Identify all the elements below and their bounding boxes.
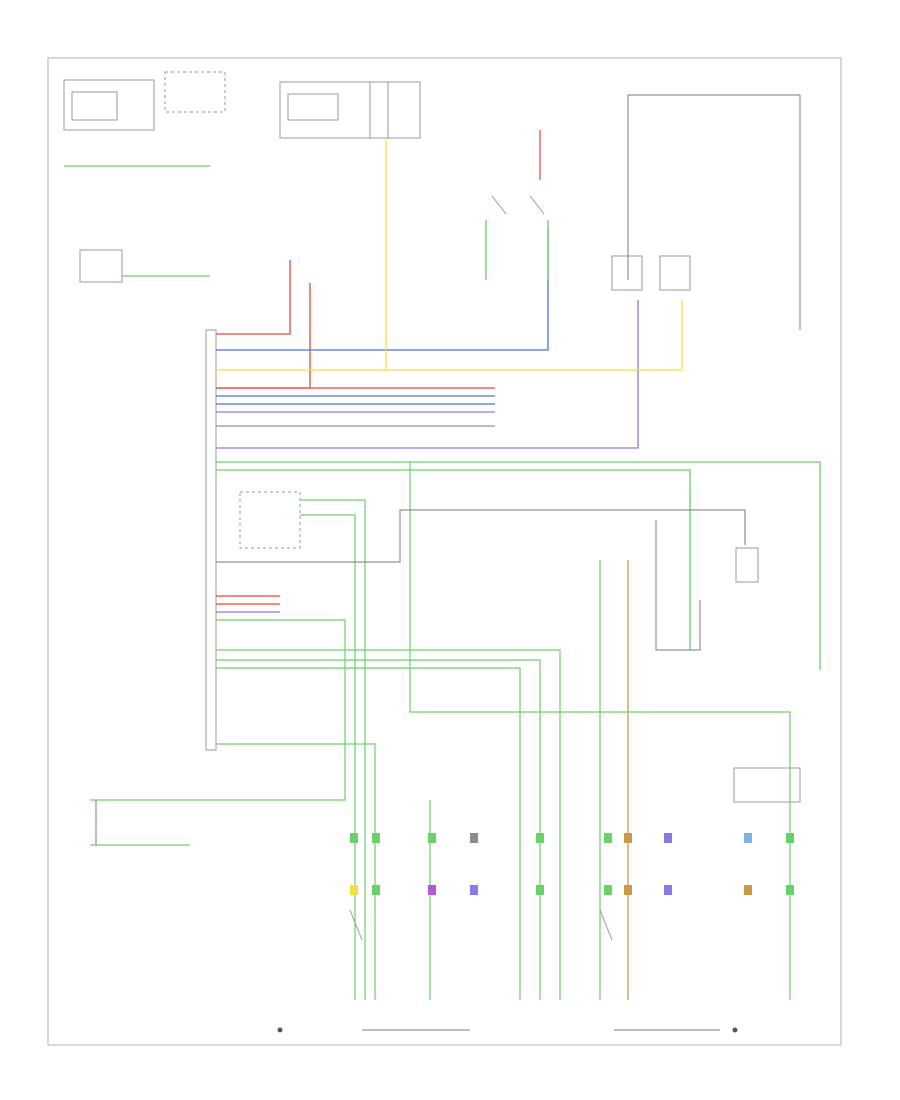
wire-green-9 bbox=[216, 667, 521, 1000]
connector-15 bbox=[536, 885, 544, 895]
switch-arm-2 bbox=[599, 909, 613, 941]
switch-arm-1 bbox=[349, 909, 363, 941]
wire-black-2 bbox=[216, 509, 746, 563]
sub-connector-box bbox=[239, 491, 301, 549]
module-box-1-inner bbox=[71, 91, 118, 121]
connector-17 bbox=[624, 885, 632, 895]
module-box-4 bbox=[369, 81, 421, 139]
switch-arm-4 bbox=[529, 195, 545, 215]
connector-11 bbox=[350, 885, 358, 895]
connector-16 bbox=[604, 885, 612, 895]
wire-green-10 bbox=[90, 619, 346, 801]
ground-left bbox=[277, 1027, 283, 1033]
connector-6 bbox=[604, 833, 612, 843]
connector-14 bbox=[470, 885, 478, 895]
connector-18 bbox=[664, 885, 672, 895]
connector-19 bbox=[744, 885, 752, 895]
module-box-1 bbox=[63, 79, 155, 131]
bulb-holder bbox=[79, 249, 123, 283]
diagram-frame bbox=[47, 57, 842, 1046]
switch-symbols bbox=[349, 195, 801, 941]
wire-blue-1 bbox=[216, 228, 549, 351]
connector-4 bbox=[470, 833, 478, 843]
connector-5 bbox=[536, 833, 544, 843]
connector-2 bbox=[372, 833, 380, 843]
connector-10 bbox=[786, 833, 794, 843]
wire-black-5 bbox=[655, 520, 701, 651]
connector-1 bbox=[350, 833, 358, 843]
wire-yellow-2 bbox=[216, 300, 683, 371]
relay-box-2 bbox=[659, 255, 691, 291]
wire-green-7 bbox=[216, 649, 561, 1000]
switch-arm-3 bbox=[491, 195, 507, 215]
wire-green-6 bbox=[216, 469, 691, 650]
relay-box-3 bbox=[733, 767, 801, 803]
wire-red-1 bbox=[216, 260, 291, 335]
module-box-2 bbox=[164, 71, 226, 113]
connector-7 bbox=[624, 833, 632, 843]
wires bbox=[64, 94, 821, 1031]
wire-green-5 bbox=[216, 461, 821, 670]
wire-green-11 bbox=[216, 743, 376, 1000]
bottom-connectors bbox=[350, 833, 794, 895]
wire-black-3 bbox=[628, 94, 801, 330]
wire-red-2 bbox=[216, 283, 311, 389]
top-left-component-group bbox=[63, 71, 421, 283]
connector-9 bbox=[744, 833, 752, 843]
connector-3 bbox=[428, 833, 436, 843]
ground-markers bbox=[277, 1027, 738, 1033]
module-box-3 bbox=[279, 81, 389, 139]
connector-13 bbox=[428, 885, 436, 895]
ground-right bbox=[732, 1027, 738, 1033]
wire-green-13 bbox=[300, 514, 356, 1000]
wire-violet-2 bbox=[216, 300, 639, 449]
connector-8 bbox=[664, 833, 672, 843]
connector-12 bbox=[372, 885, 380, 895]
wire-green-12 bbox=[300, 499, 366, 1000]
wire-green-8 bbox=[216, 659, 541, 1000]
bulb-box bbox=[735, 547, 759, 583]
connector-20 bbox=[786, 885, 794, 895]
relay-box-1 bbox=[611, 255, 643, 291]
main-connector-block bbox=[205, 329, 217, 751]
module-box-3-inner bbox=[287, 93, 339, 121]
